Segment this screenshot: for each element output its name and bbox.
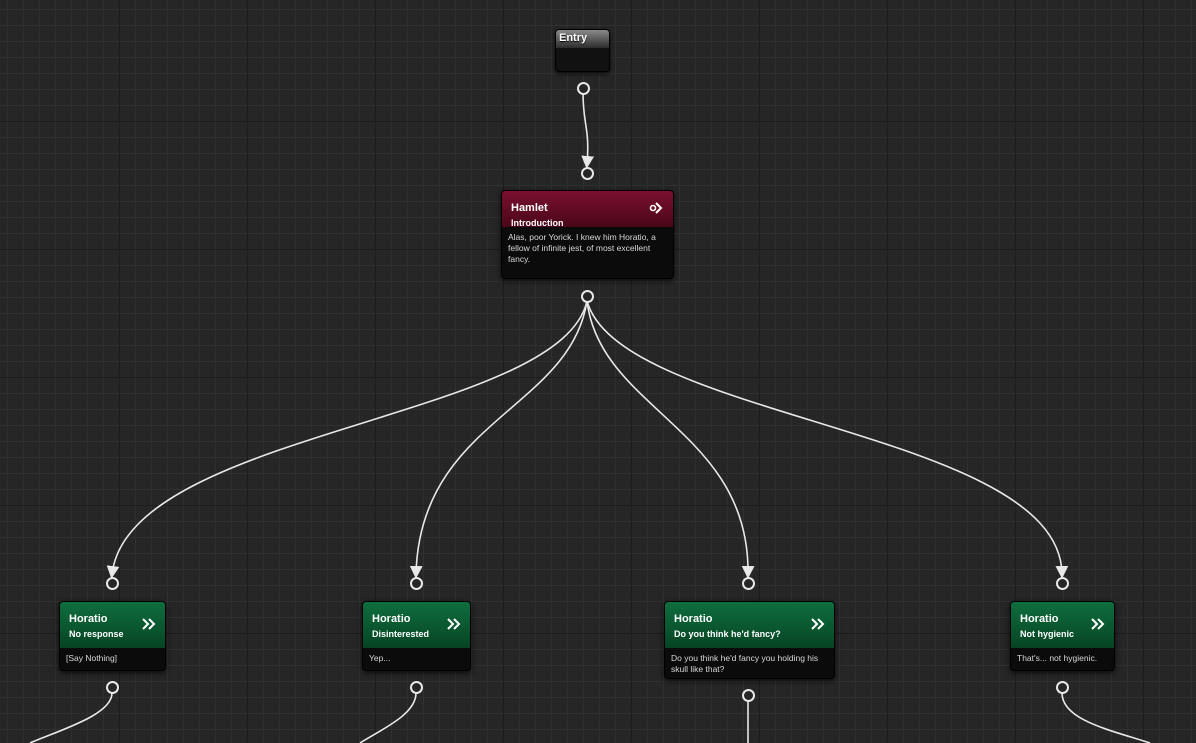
node-subtitle: Disinterested: [372, 629, 430, 639]
node-text: Yep...: [369, 653, 391, 663]
response-4-input-pin[interactable]: [1056, 577, 1069, 590]
response-1-output-pin[interactable]: [106, 681, 119, 694]
node-speaker: Horatio: [1020, 613, 1059, 625]
dialogue-node-not-hygienic[interactable]: Horatio Not hygienic That's... not hygie…: [1010, 601, 1115, 671]
node-subtitle: Introduction: [511, 218, 564, 228]
double-chevron-right-icon: [810, 616, 826, 634]
double-chevron-right-icon: [446, 616, 462, 634]
entry-node[interactable]: Entry: [555, 29, 610, 72]
node-header: Horatio Do you think he'd fancy?: [665, 602, 834, 648]
response-1-input-pin[interactable]: [106, 577, 119, 590]
node-subtitle: No response: [69, 629, 124, 639]
dialogue-node-hamlet[interactable]: Hamlet Introduction Alas, poor Yorick. I…: [501, 190, 674, 279]
node-speaker: Horatio: [69, 613, 108, 625]
node-subtitle: Not hygienic: [1020, 629, 1075, 639]
wire-hamlet-to-response-3: [586, 300, 755, 579]
hamlet-input-pin[interactable]: [581, 167, 594, 180]
node-text: That's... not hygienic.: [1017, 653, 1098, 663]
response-2-input-pin[interactable]: [410, 577, 423, 590]
entry-output-pin[interactable]: [577, 82, 590, 95]
node-speaker: Hamlet: [511, 202, 548, 214]
dialogue-node-disinterested[interactable]: Horatio Disinterested Yep...: [362, 601, 471, 671]
node-text: [Say Nothing]: [66, 653, 118, 663]
node-speaker: Horatio: [372, 613, 411, 625]
wire-response-2-out: [359, 692, 417, 743]
node-header: Horatio Disinterested: [363, 602, 470, 648]
response-2-output-pin[interactable]: [410, 681, 423, 694]
wire-hamlet-to-response-4: [586, 300, 1069, 579]
dialogue-node-no-response[interactable]: Horatio No response [Say Nothing]: [59, 601, 166, 671]
dialogue-node-fancy[interactable]: Horatio Do you think he'd fancy? Do you …: [664, 601, 835, 679]
node-header: Hamlet Introduction: [502, 191, 673, 228]
node-text: Alas, poor Yorick. I knew him Horatio, a…: [508, 232, 656, 264]
double-chevron-right-icon: [1090, 616, 1106, 634]
wire-hamlet-to-response-1: [106, 300, 588, 579]
response-3-output-pin[interactable]: [742, 689, 755, 702]
node-header: Horatio No response: [60, 602, 165, 648]
speech-arrow-icon: [649, 200, 665, 218]
hamlet-output-pin[interactable]: [581, 290, 594, 303]
wire-entry-to-hamlet: [581, 92, 595, 169]
node-text: Do you think he'd fancy you holding his …: [671, 653, 819, 674]
node-subtitle: Do you think he'd fancy?: [674, 629, 781, 639]
response-4-output-pin[interactable]: [1056, 681, 1069, 694]
double-chevron-right-icon: [141, 616, 157, 634]
node-header: Horatio Not hygienic: [1011, 602, 1114, 648]
response-3-input-pin[interactable]: [742, 577, 755, 590]
node-speaker: Horatio: [674, 613, 713, 625]
wire-response-1-out: [29, 692, 113, 743]
wire-hamlet-to-response-2: [409, 300, 588, 579]
entry-label: Entry: [556, 30, 609, 48]
wire-response-4-out: [1061, 692, 1151, 743]
